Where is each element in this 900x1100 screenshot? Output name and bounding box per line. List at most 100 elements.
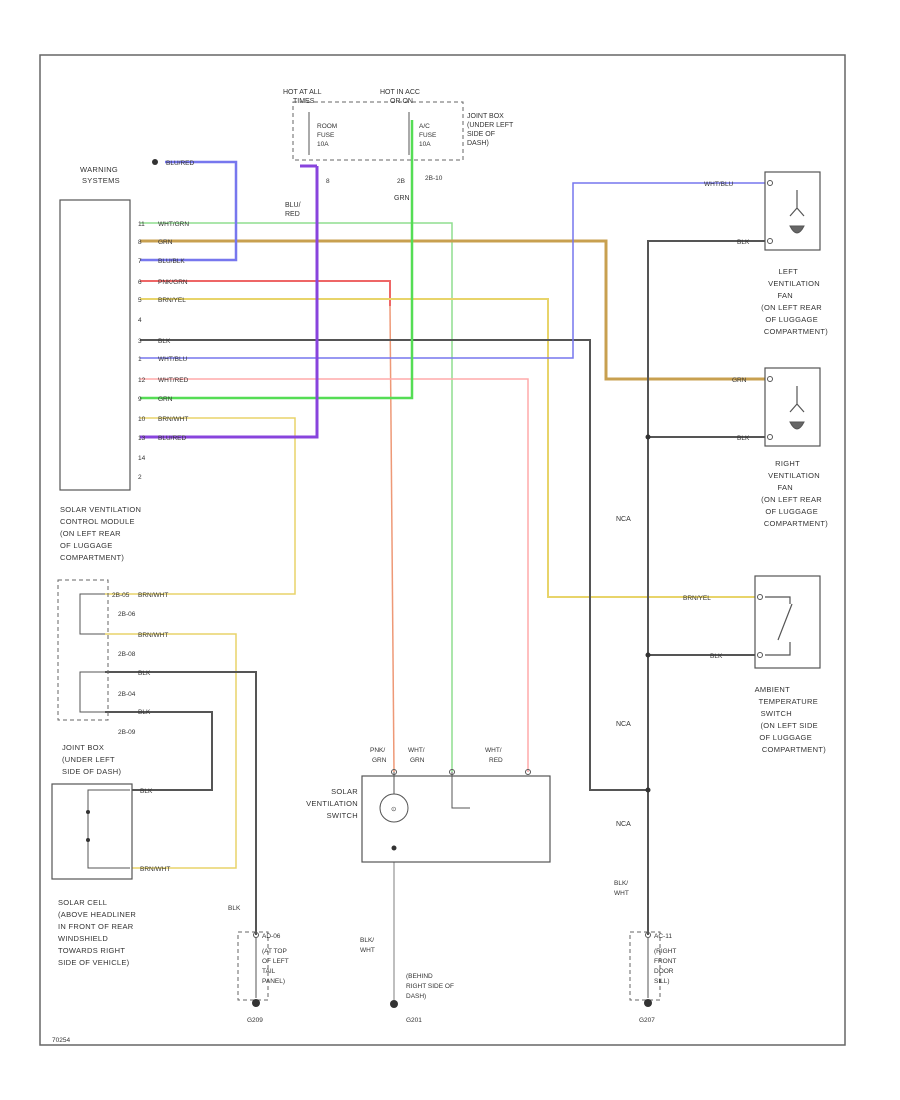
left-fan-label-5: OF LUGGAGE bbox=[765, 315, 818, 324]
jb-wire-4: BLK bbox=[138, 709, 151, 716]
wires bbox=[105, 120, 765, 1000]
left-fan-pin-bottom bbox=[767, 238, 773, 244]
left-fan-label-1: LEFT bbox=[778, 267, 798, 276]
power-pin-left: 8 bbox=[326, 178, 330, 185]
solar-cell-label-6: SIDE OF VEHICLE) bbox=[58, 958, 130, 967]
right-fan-pin-top bbox=[767, 376, 773, 382]
left-fan-wire-bottom: BLK bbox=[737, 239, 750, 246]
module-pin-1: 1 bbox=[138, 356, 142, 363]
wire-blu-blk bbox=[140, 160, 238, 262]
wire-blu-red bbox=[140, 166, 319, 439]
fuse-right-line3: 10A bbox=[419, 141, 431, 148]
ground-icon bbox=[390, 1000, 398, 1008]
temp-switch-label-5: OF LUGGAGE bbox=[759, 733, 812, 742]
power-right-title-2: OR ON bbox=[390, 98, 413, 105]
right-fan-wire-bottom: BLK bbox=[737, 435, 750, 442]
vent-switch-wire-3b: RED bbox=[489, 757, 503, 764]
joint-box-label-2: (UNDER LEFT bbox=[62, 755, 115, 764]
module-wire-1: WHT/BLU bbox=[158, 356, 188, 363]
solar-cell: BLK BRN/WHT SOLAR CELL (ABOVE HEADLINER … bbox=[51, 783, 170, 967]
temp-switch-label-2: TEMPERATURE bbox=[759, 697, 818, 706]
right-fan-box bbox=[764, 367, 821, 447]
g207-wire-1: BLK/ bbox=[614, 880, 628, 887]
power-left-title-1: HOT AT ALL bbox=[283, 89, 322, 96]
vent-switch-label-3: SWITCH bbox=[327, 811, 358, 820]
left-fan-label-4: (ON LEFT REAR bbox=[761, 303, 822, 312]
g207-label-2: (RIGHT bbox=[654, 948, 676, 955]
g207-label-5: SILL) bbox=[654, 978, 670, 985]
vent-switch-wire-3a: WHT/ bbox=[485, 747, 502, 754]
module-pin-3: 3 bbox=[138, 338, 142, 345]
vent-switch-wire-1b: GRN bbox=[372, 757, 387, 764]
vent-switch-node bbox=[391, 845, 397, 851]
temp-switch-box bbox=[754, 575, 821, 669]
vent-switch-wire-2a: WHT/ bbox=[408, 747, 425, 754]
wire-pnk-grn bbox=[140, 280, 391, 306]
jb-conn-4: 2B-04 bbox=[118, 691, 136, 698]
module-pin-4: 4 bbox=[138, 317, 142, 324]
ground-bus-details: NCA NCA NCA bbox=[616, 434, 651, 828]
solar-cell-label-3: IN FRONT OF REAR bbox=[58, 922, 134, 931]
module-pin-6: 6 bbox=[138, 279, 142, 286]
module-label-5: COMPARTMENT) bbox=[60, 553, 124, 562]
jb-conn-2: 2B-06 bbox=[118, 611, 136, 618]
solar-cell-label-2: (ABOVE HEADLINER bbox=[58, 910, 136, 919]
solar-cell-label-5: TOWARDS RIGHT bbox=[58, 946, 125, 955]
motor-icon bbox=[789, 225, 805, 234]
diagram-frame bbox=[39, 54, 846, 1046]
module-wire-6: PNK/GRN bbox=[158, 279, 188, 286]
module-wire-10: BRN/WHT bbox=[158, 416, 188, 423]
power-distribution: HOT AT ALL TIMES HOT IN ACC OR ON ROOM F… bbox=[283, 89, 514, 218]
fuse-left-line1: ROOM bbox=[317, 123, 337, 130]
fuse-right-line2: FUSE bbox=[419, 132, 437, 139]
g209-label-1: AD-06 bbox=[262, 933, 281, 940]
module-label-1: SOLAR VENTILATION bbox=[60, 505, 141, 514]
solar-cell-wire-top: BLK bbox=[140, 788, 153, 795]
jb-wire-3: BLK bbox=[138, 670, 151, 677]
right-fan-wire-top: GRN bbox=[732, 377, 747, 384]
power-wire-left-2: RED bbox=[285, 211, 300, 218]
right-fan-label-1: RIGHT bbox=[775, 459, 800, 468]
temp-switch-label-4: (ON LEFT SIDE bbox=[760, 721, 818, 730]
vent-switch-label-1: SOLAR bbox=[331, 787, 358, 796]
module-pin-7: 7 bbox=[138, 258, 142, 265]
g207-id: G207 bbox=[639, 1017, 655, 1024]
solar-cell-wire-bottom: BRN/WHT bbox=[140, 866, 170, 873]
power-pin-right-id: 2B bbox=[397, 178, 405, 185]
joint-box-left: 2B-05 BRN/WHT 2B-06 BRN/WHT 2B-08 BLK 2B… bbox=[57, 579, 168, 776]
left-fan-label-6: COMPARTMENT) bbox=[764, 327, 828, 336]
module-pin-10: 10 bbox=[138, 416, 146, 423]
wire-blk bbox=[140, 339, 648, 791]
temp-switch-label-3: SWITCH bbox=[761, 709, 792, 718]
fan-icon bbox=[789, 190, 805, 217]
wire-jb-blk-cell bbox=[105, 711, 213, 791]
vent-switch-pin bbox=[391, 769, 397, 775]
jb-conn-3: 2B-08 bbox=[118, 651, 136, 658]
temp-switch-wire-bottom: BLK bbox=[710, 653, 723, 660]
lamp-glyph: ⊙ bbox=[391, 806, 397, 813]
junction-box-line3: SIDE OF bbox=[467, 131, 495, 138]
solar-cell-label-1: SOLAR CELL bbox=[58, 898, 107, 907]
wire-brn-wht bbox=[105, 417, 296, 595]
power-wire-right: GRN bbox=[394, 195, 410, 202]
right-fan-label-4: (ON LEFT REAR bbox=[761, 495, 822, 504]
temp-switch-pin-top bbox=[757, 594, 763, 600]
temp-switch-pin-bottom bbox=[757, 652, 763, 658]
power-right-title-1: HOT IN ACC bbox=[380, 89, 420, 96]
g209-outline bbox=[237, 931, 269, 1001]
joint-box-label-1: JOINT BOX bbox=[62, 743, 104, 752]
jb-conn-1: 2B-05 bbox=[112, 592, 130, 599]
vent-switch-pin bbox=[449, 769, 455, 775]
splice-dot bbox=[645, 787, 651, 793]
junction-box-line2: (UNDER LEFT bbox=[467, 122, 514, 129]
temp-switch-label-6: COMPARTMENT) bbox=[762, 745, 826, 754]
warning-systems-line2: SYSTEMS bbox=[82, 176, 120, 185]
g209-label-3: OF LEFT bbox=[262, 958, 289, 965]
warning-systems-wire: BLU/RED bbox=[166, 160, 194, 167]
g209-pin bbox=[253, 932, 259, 938]
wire-ground-bus bbox=[647, 240, 765, 935]
left-fan-label-2: VENTILATION bbox=[768, 279, 820, 288]
g209-label-5: PANEL) bbox=[262, 978, 285, 985]
vent-switch-contacts bbox=[451, 772, 470, 809]
switch-contact-icon bbox=[765, 596, 793, 656]
